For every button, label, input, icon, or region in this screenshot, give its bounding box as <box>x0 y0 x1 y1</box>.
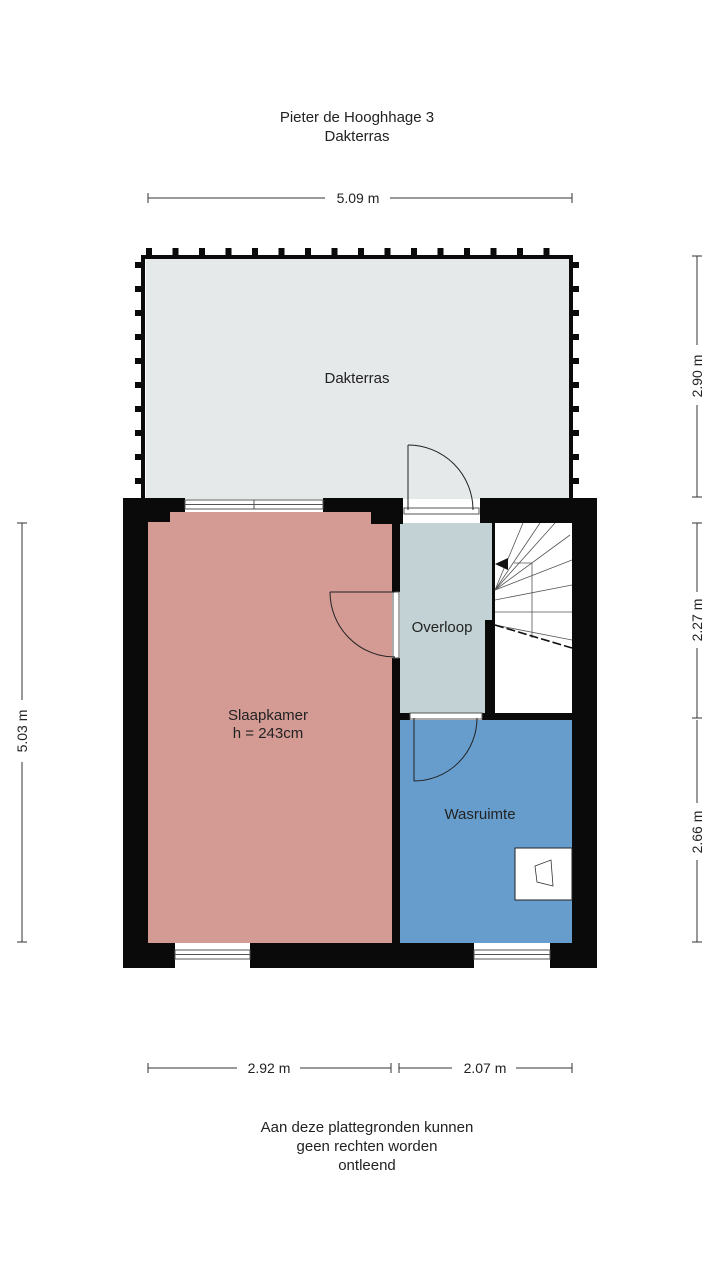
disclaimer-line-2: geen rechten worden <box>297 1138 438 1155</box>
dimension-right-stair-label: 2.27 m <box>689 599 705 642</box>
railing-post <box>464 248 470 256</box>
railing-post <box>437 248 444 256</box>
dimension-top <box>147 193 573 203</box>
dimension-bottom-left-label: 2.92 m <box>248 1060 291 1076</box>
room-label-wasruimte: Wasruimte <box>444 806 515 823</box>
room-label-slaapkamer: Slaapkamer <box>228 707 308 724</box>
disclaimer-line-3: ontleend <box>338 1157 396 1174</box>
railing-post <box>490 248 497 256</box>
railing-post <box>135 454 141 460</box>
railing-post <box>411 248 417 256</box>
railing-post <box>517 248 523 256</box>
railing-post <box>573 478 579 484</box>
railing-post <box>135 382 141 388</box>
railing-post <box>331 248 338 256</box>
room-slaapkamer <box>147 512 392 943</box>
dimension-left-label: 5.03 m <box>14 710 30 753</box>
disclaimer-line-1: Aan deze plattegronden kunnen <box>261 1119 474 1136</box>
railing-post <box>573 430 579 436</box>
room-dakterras <box>146 256 570 499</box>
room-stairwell <box>494 523 572 713</box>
railing-post <box>199 248 205 256</box>
railing-post <box>225 248 232 256</box>
railing-post <box>135 358 141 364</box>
railing-post <box>146 248 152 256</box>
walls <box>123 498 597 968</box>
railing-post <box>135 286 141 292</box>
dimension-left <box>17 522 27 943</box>
dimension-right <box>692 255 702 943</box>
railing-post <box>135 334 141 340</box>
doors <box>329 444 483 782</box>
terrace-railing <box>141 255 573 499</box>
stairs <box>494 522 573 649</box>
railing-post <box>384 248 391 256</box>
dimension-bottom-right-label: 2.07 m <box>464 1060 507 1076</box>
railing-post <box>543 248 550 256</box>
dimension-top-label: 5.09 m <box>337 190 380 206</box>
railing-post <box>135 430 141 436</box>
room-label-dakterras: Dakterras <box>324 370 389 387</box>
railing-post <box>278 248 285 256</box>
railing-post <box>573 406 579 412</box>
dimension-right-wash-label: 2.66 m <box>689 811 705 854</box>
room-height-slaapkamer: h = 243cm <box>233 725 303 742</box>
railing-post <box>252 248 258 256</box>
windows <box>174 499 551 960</box>
railing-post <box>135 406 141 412</box>
railing-post <box>172 248 179 256</box>
plan-address: Pieter de Hooghhage 3 <box>280 109 434 126</box>
dimension-right-terrace-label: 2.90 m <box>689 355 705 398</box>
railing-post <box>573 334 579 340</box>
washing-machine-icon <box>514 847 573 901</box>
stair-direction-arrow-icon <box>495 558 508 570</box>
plan-floor: Dakterras <box>324 128 389 145</box>
railing-post <box>135 310 141 316</box>
room-wasruimte <box>400 720 572 943</box>
railing-post <box>573 382 579 388</box>
railing-post <box>358 248 364 256</box>
railing-post <box>135 478 141 484</box>
railing-post <box>573 358 579 364</box>
dimension-bottom <box>147 1063 573 1073</box>
railing-post <box>573 262 579 268</box>
railing-post <box>305 248 311 256</box>
room-overloop <box>400 523 492 715</box>
railing-post <box>135 262 141 268</box>
terrace-railing-posts <box>135 248 579 484</box>
railing-post <box>573 454 579 460</box>
railing-post <box>573 286 579 292</box>
railing-post <box>573 310 579 316</box>
room-label-overloop: Overloop <box>412 619 473 636</box>
